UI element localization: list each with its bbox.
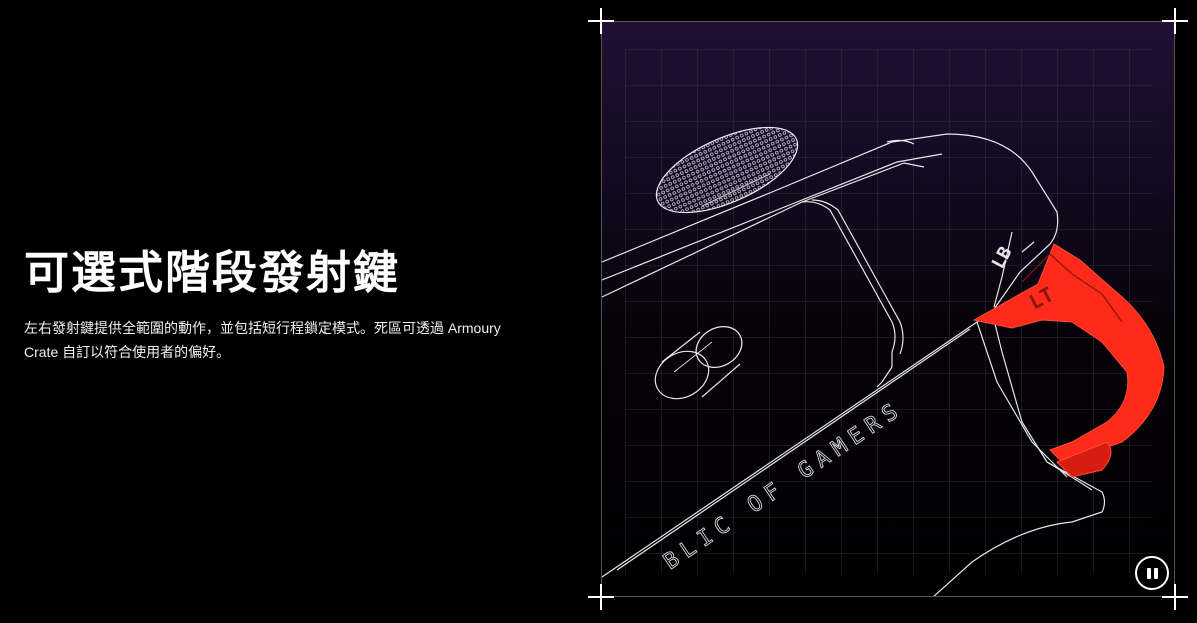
lt-trigger-highlight: LT (972, 243, 1165, 478)
feature-title: 可選式階段發射鍵 (24, 246, 401, 299)
corner-mark-bottom-left (588, 584, 614, 610)
thumbstick-mesh (655, 126, 799, 214)
controller-body-outline (602, 133, 1106, 596)
pause-button[interactable] (1135, 556, 1169, 590)
corner-mark-top-left (588, 8, 614, 34)
side-button (654, 326, 743, 400)
feature-animation: LT LB BLIC OF GAMERS (601, 21, 1175, 597)
corner-mark-top-right (1162, 8, 1188, 34)
pause-icon (1147, 568, 1151, 579)
pause-icon-bar (1154, 568, 1158, 579)
corner-mark-bottom-right (1162, 584, 1188, 610)
feature-text: 可選式階段發射鍵 左右發射鍵提供全範圍的動作，並包括短行程鎖定模式。死區可透過 … (24, 244, 524, 364)
controller-wireframe-illustration: LT LB BLIC OF GAMERS (602, 49, 1165, 596)
feature-description: 左右發射鍵提供全範圍的動作，並包括短行程鎖定模式。死區可透過 Armoury C… (24, 320, 501, 360)
